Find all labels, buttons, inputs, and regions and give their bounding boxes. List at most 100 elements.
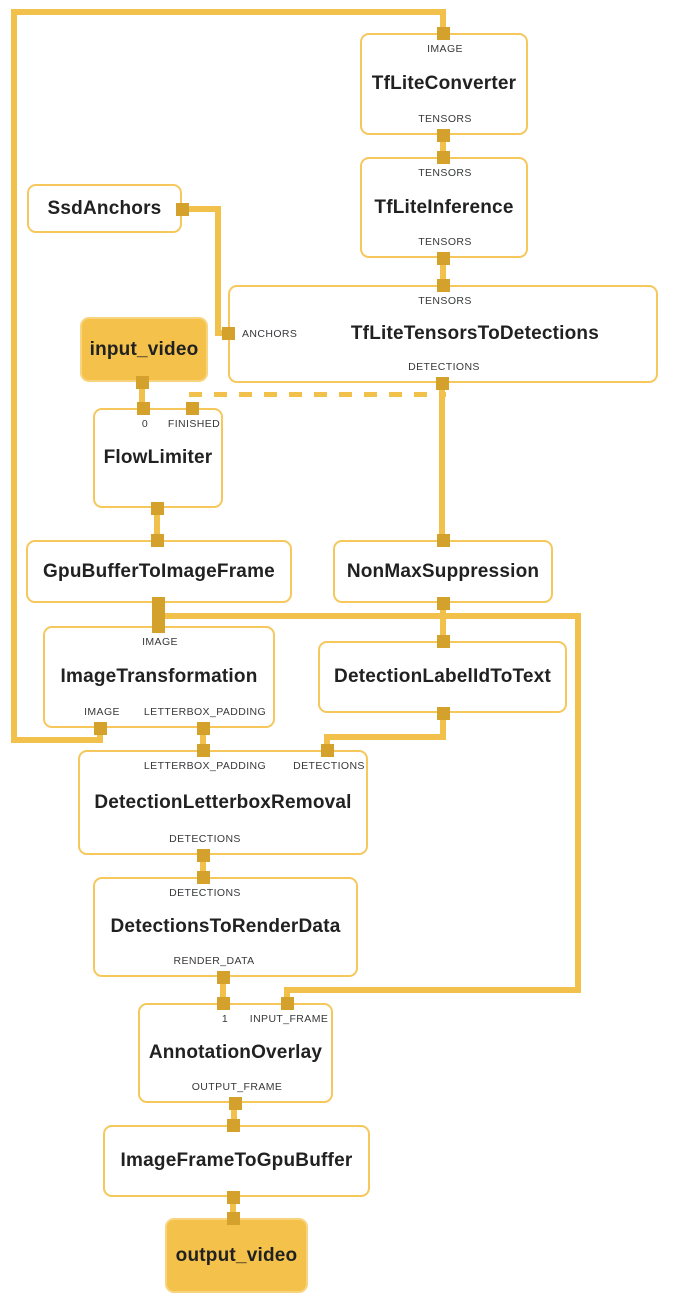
port-connector [93, 721, 107, 735]
port-connector [436, 26, 450, 40]
edge-detections-to-flow-limiter-finished [189, 392, 446, 397]
port-connector [436, 596, 450, 610]
node-title-annotation-overlay: AnnotationOverlay [148, 1042, 323, 1063]
port-connector [280, 996, 294, 1010]
port-connector [435, 376, 449, 390]
port-connector [436, 251, 450, 265]
port-label-detections: DETECTIONS [408, 361, 480, 373]
port-connector [226, 1190, 240, 1204]
node-tflite-converter[interactable]: TfLiteConverter IMAGE TENSORS [360, 33, 528, 135]
port-label-tensors: TENSORS [418, 295, 472, 307]
node-title-gpu-buffer-to-image-frame: GpuBufferToImageFrame [43, 560, 275, 582]
edge-detections-to-non-max-suppression [439, 380, 445, 543]
port-connector [175, 202, 189, 216]
port-label-image: IMAGE [142, 636, 178, 648]
node-title-output-video: output_video [175, 1244, 298, 1266]
port-label-tensors: TENSORS [418, 236, 472, 248]
edge-image-frame-to-gpu-buffer-to-output-video [230, 1194, 236, 1221]
port-connector [196, 743, 210, 757]
node-non-max-suppression[interactable]: NonMaxSuppression [333, 540, 553, 603]
port-label-detections: DETECTIONS [169, 833, 241, 845]
node-title-non-max-suppression: NonMaxSuppression [346, 560, 540, 582]
port-connector [228, 1096, 242, 1110]
node-image-frame-to-gpu-buffer[interactable]: ImageFrameToGpuBuffer [103, 1125, 370, 1197]
node-title-input-video: input_video [89, 338, 199, 360]
port-label-letterbox-padding: LETTERBOX_PADDING [143, 760, 267, 772]
port-label-0: 0 [141, 418, 149, 430]
port-connector [436, 128, 450, 142]
node-detection-label-id-to-text[interactable]: DetectionLabelIdToText [318, 641, 567, 713]
port-label-finished: FINISHED [167, 418, 221, 430]
port-label-detections: DETECTIONS [293, 760, 365, 772]
edge-image-transformation-image-to-tflite-converter [440, 9, 446, 36]
node-title-ssd-anchors: SsdAnchors [47, 197, 162, 219]
port-connector [216, 970, 230, 984]
edge-tflite-converter-tensors-to-tflite-inference [440, 132, 446, 160]
port-connector [436, 706, 450, 720]
port-connector [436, 634, 450, 648]
port-connector [151, 609, 165, 623]
port-label-1: 1 [221, 1013, 229, 1025]
node-gpu-buffer-to-image-frame[interactable]: GpuBufferToImageFrame [26, 540, 292, 603]
port-connector [436, 533, 450, 547]
edge-tflite-inference-tensors-to-tensors-to-detections [440, 255, 446, 288]
edge-non-max-suppression-to-detection-label-id-to-text [440, 600, 446, 644]
port-connector [151, 596, 165, 610]
port-label-image: IMAGE [84, 706, 120, 718]
edge-gpu-buffer-to-annotation-overlay-input-frame [155, 613, 581, 619]
port-connector [320, 743, 334, 757]
node-flow-limiter[interactable]: FlowLimiter 0 FINISHED [93, 408, 223, 508]
edge-gpu-buffer-to-annotation-overlay-input-frame [284, 987, 581, 993]
edge-gpu-buffer-to-annotation-overlay-input-frame [575, 613, 581, 993]
port-connector [135, 375, 149, 389]
node-title-tflite-converter: TfLiteConverter [371, 73, 517, 94]
port-connector [196, 870, 210, 884]
edge-annotation-overlay-output-frame-to-image-frame-to-gpu-buffer [231, 1100, 237, 1128]
port-connector [136, 401, 150, 415]
node-title-detections-to-render-data: DetectionsToRenderData [110, 916, 341, 937]
edge-image-transformation-image-to-tflite-converter [11, 9, 446, 15]
edge-letterbox-removal-detections-to-render-data [200, 852, 206, 880]
node-title-image-transformation: ImageTransformation [60, 666, 258, 687]
port-connector [196, 721, 210, 735]
edge-input-video-to-flow-limiter-0 [139, 379, 145, 411]
port-label-tensors: TENSORS [418, 113, 472, 125]
port-label-anchors: ANCHORS [242, 328, 298, 340]
port-connector [216, 996, 230, 1010]
port-label-image: IMAGE [427, 43, 463, 55]
node-title-image-frame-to-gpu-buffer: ImageFrameToGpuBuffer [120, 1150, 353, 1171]
edge-render-data-to-annotation-overlay-1 [220, 974, 226, 1006]
edge-ssd-anchors-to-anchors [179, 206, 221, 212]
port-label-render-data: RENDER_DATA [173, 955, 255, 967]
port-label-tensors: TENSORS [418, 167, 472, 179]
node-title-detection-label-id-to-text: DetectionLabelIdToText [334, 666, 551, 687]
port-label-output-frame: OUTPUT_FRAME [191, 1081, 283, 1093]
node-input-video[interactable]: input_video [80, 317, 208, 382]
node-detections-to-render-data[interactable]: DetectionsToRenderData DETECTIONS RENDER_D… [93, 877, 358, 977]
port-connector [185, 401, 199, 415]
node-tflite-tensors-to-detections[interactable]: TfLiteTensorsToDetections TENSORS DETECTIO… [228, 285, 658, 383]
node-ssd-anchors[interactable]: SsdAnchors [27, 184, 182, 233]
node-output-video[interactable]: output_video [165, 1218, 308, 1293]
node-title-flow-limiter: FlowLimiter [103, 447, 213, 468]
node-title-tflite-inference: TfLiteInference [374, 196, 514, 218]
port-connector [150, 533, 164, 547]
port-connector [151, 619, 165, 633]
port-connector [436, 278, 450, 292]
edge-ssd-anchors-to-anchors [215, 206, 221, 336]
edge-image-transformation-image-to-tflite-converter [11, 737, 103, 743]
edge-image-transformation-letterbox-padding-to-letterbox-removal [200, 725, 206, 753]
node-title-detection-letterbox-removal: DetectionLetterboxRemoval [94, 791, 352, 813]
node-detection-letterbox-removal[interactable]: DetectionLetterboxRemoval LETTERBOX_PADDI… [78, 750, 368, 855]
port-label-detections: DETECTIONS [169, 887, 241, 899]
port-connector [226, 1118, 240, 1132]
port-connector [226, 1211, 240, 1225]
edge-detection-label-id-to-text-to-letterbox-removal-detections [440, 710, 446, 740]
port-connector [436, 150, 450, 164]
node-title-tflite-tensors-to-detections: TfLiteTensorsToDetections [350, 323, 600, 344]
edge-detection-label-id-to-text-to-letterbox-removal-detections [324, 734, 446, 740]
